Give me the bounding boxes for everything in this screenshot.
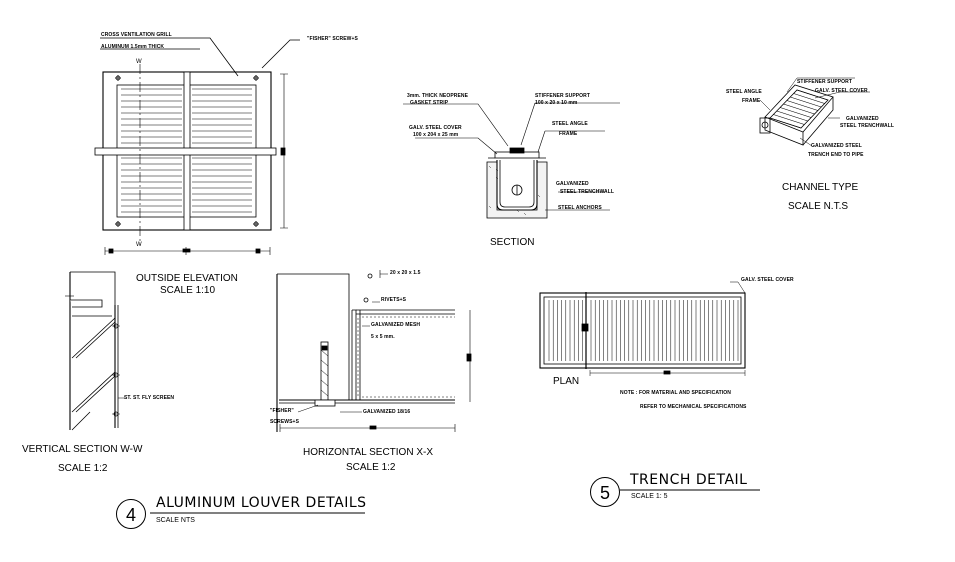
trench-block-scale: SCALE 1: 5: [631, 493, 668, 500]
channel-type-title: CHANNEL TYPE: [782, 182, 859, 193]
trench-note-2: REFER TO MECHANICAL SPECIFICATIONS: [640, 404, 747, 410]
label-aluminum-thickness: ALUMINUM 1.5mm THICK: [101, 44, 165, 50]
label-trenchwall-1: GALVANIZED: [556, 181, 589, 187]
channel-type-scale: SCALE N.T.S: [788, 201, 849, 212]
label-channel-cover: GALV. STEEL COVER: [815, 88, 868, 94]
label-channel-stiffener: STIFFENER SUPPORT: [797, 79, 853, 85]
axis-w-top: W: [136, 59, 142, 65]
label-fisher: "FISHER": [270, 408, 294, 414]
label-channel-trenchwall-2: STEEL TRENCHWALL: [840, 123, 895, 129]
label-stiffener-1: STIFFENER SUPPORT: [535, 93, 591, 99]
trench-section-title: SECTION: [490, 237, 535, 248]
label-dim-angle: 20 x 20 x 1.5: [390, 270, 421, 276]
label-steel-anchors: STEEL ANCHORS: [558, 205, 602, 211]
horizontal-section-title: HORIZONTAL SECTION X-X: [303, 447, 434, 458]
label-mesh-size: 5 x 5 mm.: [371, 334, 395, 340]
vertical-section-scale: SCALE 1:2: [58, 463, 108, 474]
label-channel-trenchwall-1: GALVANIZED: [846, 116, 879, 122]
label-fly-screen: ST. ST. FLY SCREEN: [124, 395, 175, 401]
label-channel-steel-angle-1: STEEL ANGLE: [726, 89, 762, 95]
label-neoprene-gasket-2: GASKET STRIP: [410, 100, 449, 106]
label-screws: SCREWS+S: [270, 419, 300, 425]
horizontal-section-scale: SCALE 1:2: [346, 462, 396, 473]
outside-elevation-scale: SCALE 1:10: [160, 285, 216, 296]
label-galv-steel-cover-2: 100 x 204 x 25 mm: [413, 132, 459, 138]
trench-block-title: TRENCH DETAIL: [630, 472, 748, 488]
label-channel-steel-angle-2: FRAME: [742, 98, 761, 104]
horizontal-section-drawing: [276, 270, 472, 432]
label-channel-end-2: TRENCH END TO PIPE: [808, 152, 864, 158]
label-plan-cover: GALV. STEEL COVER: [741, 277, 794, 283]
detail-number-5: 5: [590, 477, 620, 507]
label-neoprene-gasket-1: 3mm. THICK NEOPRENE: [407, 93, 469, 99]
vertical-section-drawing: [65, 271, 125, 431]
vertical-section-title: VERTICAL SECTION W-W: [22, 444, 143, 455]
label-channel-end-1: GALVANIZED STEEL: [811, 143, 862, 149]
label-galv-steel-cover-1: GALV. STEEL COVER: [409, 125, 462, 131]
label-fisher-screws: "FISHER" SCREW+S: [307, 36, 358, 42]
trench-section-drawing: [403, 102, 620, 219]
trench-plan-title: PLAN: [553, 376, 580, 387]
axis-w-bottom: W: [136, 242, 142, 248]
channel-type-drawing: [759, 77, 870, 147]
label-stiffener-2: 100 x 20 x 10 mm: [535, 100, 578, 106]
detail-number-4: 4: [116, 499, 146, 529]
label-cross-ventilation-grill: CROSS VENTILATION GRILL: [101, 32, 172, 38]
louver-block-title: ALUMINUM LOUVER DETAILS: [156, 495, 367, 511]
outside-elevation-title: OUTSIDE ELEVATION: [136, 273, 238, 284]
label-rivets: RIVETS+S: [381, 297, 407, 303]
louver-block-scale: SCALE NTS: [156, 517, 195, 524]
label-galvanized-mesh: GALVANIZED MESH: [371, 322, 421, 328]
label-steel-angle-2: FRAME: [559, 131, 578, 137]
label-trenchwall-2: STEEL TRENCHWALL: [560, 189, 615, 195]
label-galvanized-gauge: GALVANIZED 18/16: [363, 409, 411, 415]
label-steel-angle-1: STEEL ANGLE: [552, 121, 588, 127]
trench-plan-drawing: [539, 281, 746, 376]
trench-note-1: NOTE : FOR MATERIAL AND SPECIFICATION: [620, 390, 732, 396]
outside-elevation-drawing: [94, 37, 300, 255]
